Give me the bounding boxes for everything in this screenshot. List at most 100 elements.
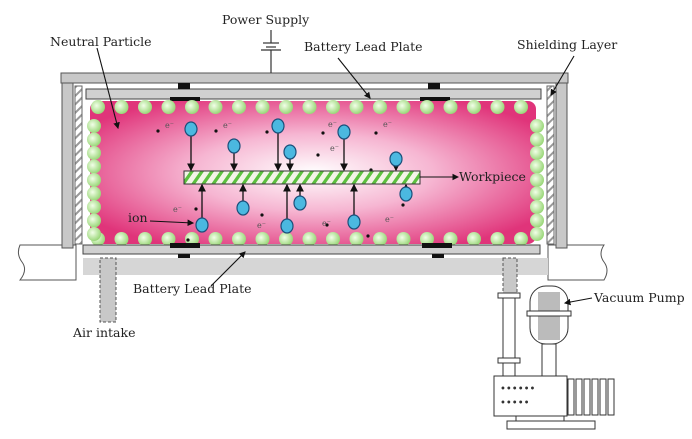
neutral-particle	[138, 232, 152, 246]
electron-label: e⁻	[223, 121, 232, 130]
neutral-particle	[530, 227, 544, 241]
electron-label: e⁻	[173, 205, 182, 214]
neutral-particle	[530, 173, 544, 187]
ion-particle	[389, 151, 403, 167]
ion-particle	[399, 186, 413, 202]
neutral-particle	[396, 232, 411, 246]
workpiece	[183, 170, 421, 185]
cooling-fin	[567, 378, 575, 416]
ion-particle	[347, 214, 361, 230]
ion-particle	[280, 218, 294, 234]
electron-label: e⁻	[383, 120, 392, 129]
neutral-particle	[420, 100, 434, 114]
neutral-particle	[467, 232, 481, 246]
air-intake-pipe	[99, 257, 117, 323]
neutral-particle	[530, 119, 544, 133]
neutral-particle	[279, 232, 293, 246]
neutral-particle	[232, 100, 246, 114]
vacuum-pump-label: Vacuum Pump	[593, 290, 685, 305]
vacuum-pump: •••••• •••••	[493, 257, 615, 430]
ions	[184, 118, 413, 234]
neutral-particle	[161, 232, 176, 246]
neutral-particle	[420, 232, 434, 246]
air-intake-label: Air intake	[72, 325, 135, 340]
neutral-particle	[443, 100, 458, 114]
neutral-particle	[138, 100, 152, 114]
frame-left-wall	[61, 82, 74, 249]
frame-top	[60, 72, 569, 84]
electron-label: e⁻	[328, 120, 337, 129]
electron-label: e⁻	[322, 219, 331, 228]
ion-particle	[337, 124, 351, 140]
neutral-particle	[326, 100, 340, 114]
neutral-particle	[530, 146, 544, 160]
electron-label: e⁻	[385, 215, 394, 224]
neutral-particle-leader	[96, 47, 120, 130]
electron	[214, 129, 218, 133]
electron	[186, 238, 190, 242]
cooling-fin	[607, 378, 615, 416]
plate-mount	[420, 97, 450, 102]
electron	[194, 207, 198, 211]
plate-mount	[178, 83, 190, 89]
electron	[321, 131, 325, 135]
electron	[401, 203, 405, 207]
cooling-fin	[575, 378, 583, 416]
electron	[366, 234, 370, 238]
right-support	[547, 244, 608, 281]
battery-lead-plate-bottom	[82, 244, 541, 255]
ion-leader	[149, 219, 195, 227]
neutral-particles	[87, 100, 544, 246]
plate-mount	[170, 243, 200, 248]
electron	[325, 223, 329, 227]
neutral-particle	[443, 232, 458, 246]
neutral-particle	[185, 232, 199, 246]
electron-label: e⁻	[165, 121, 174, 130]
neutral-particle	[373, 232, 387, 246]
power-supply-symbol	[261, 30, 281, 73]
top-plate-leader	[337, 57, 371, 99]
plate-mount	[422, 243, 452, 248]
cooling-fin	[591, 378, 599, 416]
shielding-layer-label: Shielding Layer	[517, 37, 617, 52]
neutral-particle	[396, 100, 411, 114]
neutral-particle	[208, 100, 223, 114]
ion-label: ion	[128, 210, 148, 225]
neutral-particle	[87, 132, 101, 147]
neutral-particle	[114, 232, 129, 246]
battery-lead-plate-top	[85, 88, 542, 100]
chamber-base	[83, 258, 548, 275]
ion-particle	[195, 217, 209, 233]
neutral-particle	[467, 100, 481, 114]
neutral-particle	[208, 232, 223, 246]
neutral-particle	[373, 100, 387, 114]
cooling-fin	[583, 378, 591, 416]
battery-lead-plate-bottom-label: Battery Lead Plate	[133, 281, 252, 296]
neutral-particle	[530, 213, 544, 228]
electron-label: e⁻	[330, 144, 339, 153]
neutral-particle	[326, 232, 340, 246]
neutral-particle	[349, 232, 364, 246]
electron	[265, 130, 269, 134]
ion-particle	[271, 118, 285, 134]
neutral-particle	[349, 100, 364, 114]
left-support	[17, 244, 77, 281]
ion-particle	[283, 144, 297, 160]
shielding-leader	[550, 55, 575, 96]
neutral-particle	[530, 200, 544, 214]
bottom-plate-leader	[210, 251, 246, 287]
neutral-particle	[87, 200, 101, 214]
shielding-layer-right	[546, 85, 555, 245]
neutral-particle	[87, 159, 101, 174]
neutral-particle	[530, 132, 544, 147]
ion-particle	[227, 138, 241, 154]
neutral-particle	[490, 100, 505, 114]
vacuum-pump-leader	[563, 297, 593, 306]
battery-lead-plate-top-label: Battery Lead Plate	[304, 39, 423, 54]
svg-text:•••••: •••••	[500, 398, 530, 409]
neutral-particle	[87, 146, 101, 160]
neutral-particle-label: Neutral Particle	[50, 34, 152, 49]
neutral-particle	[232, 232, 246, 246]
plate-mount	[178, 254, 190, 259]
